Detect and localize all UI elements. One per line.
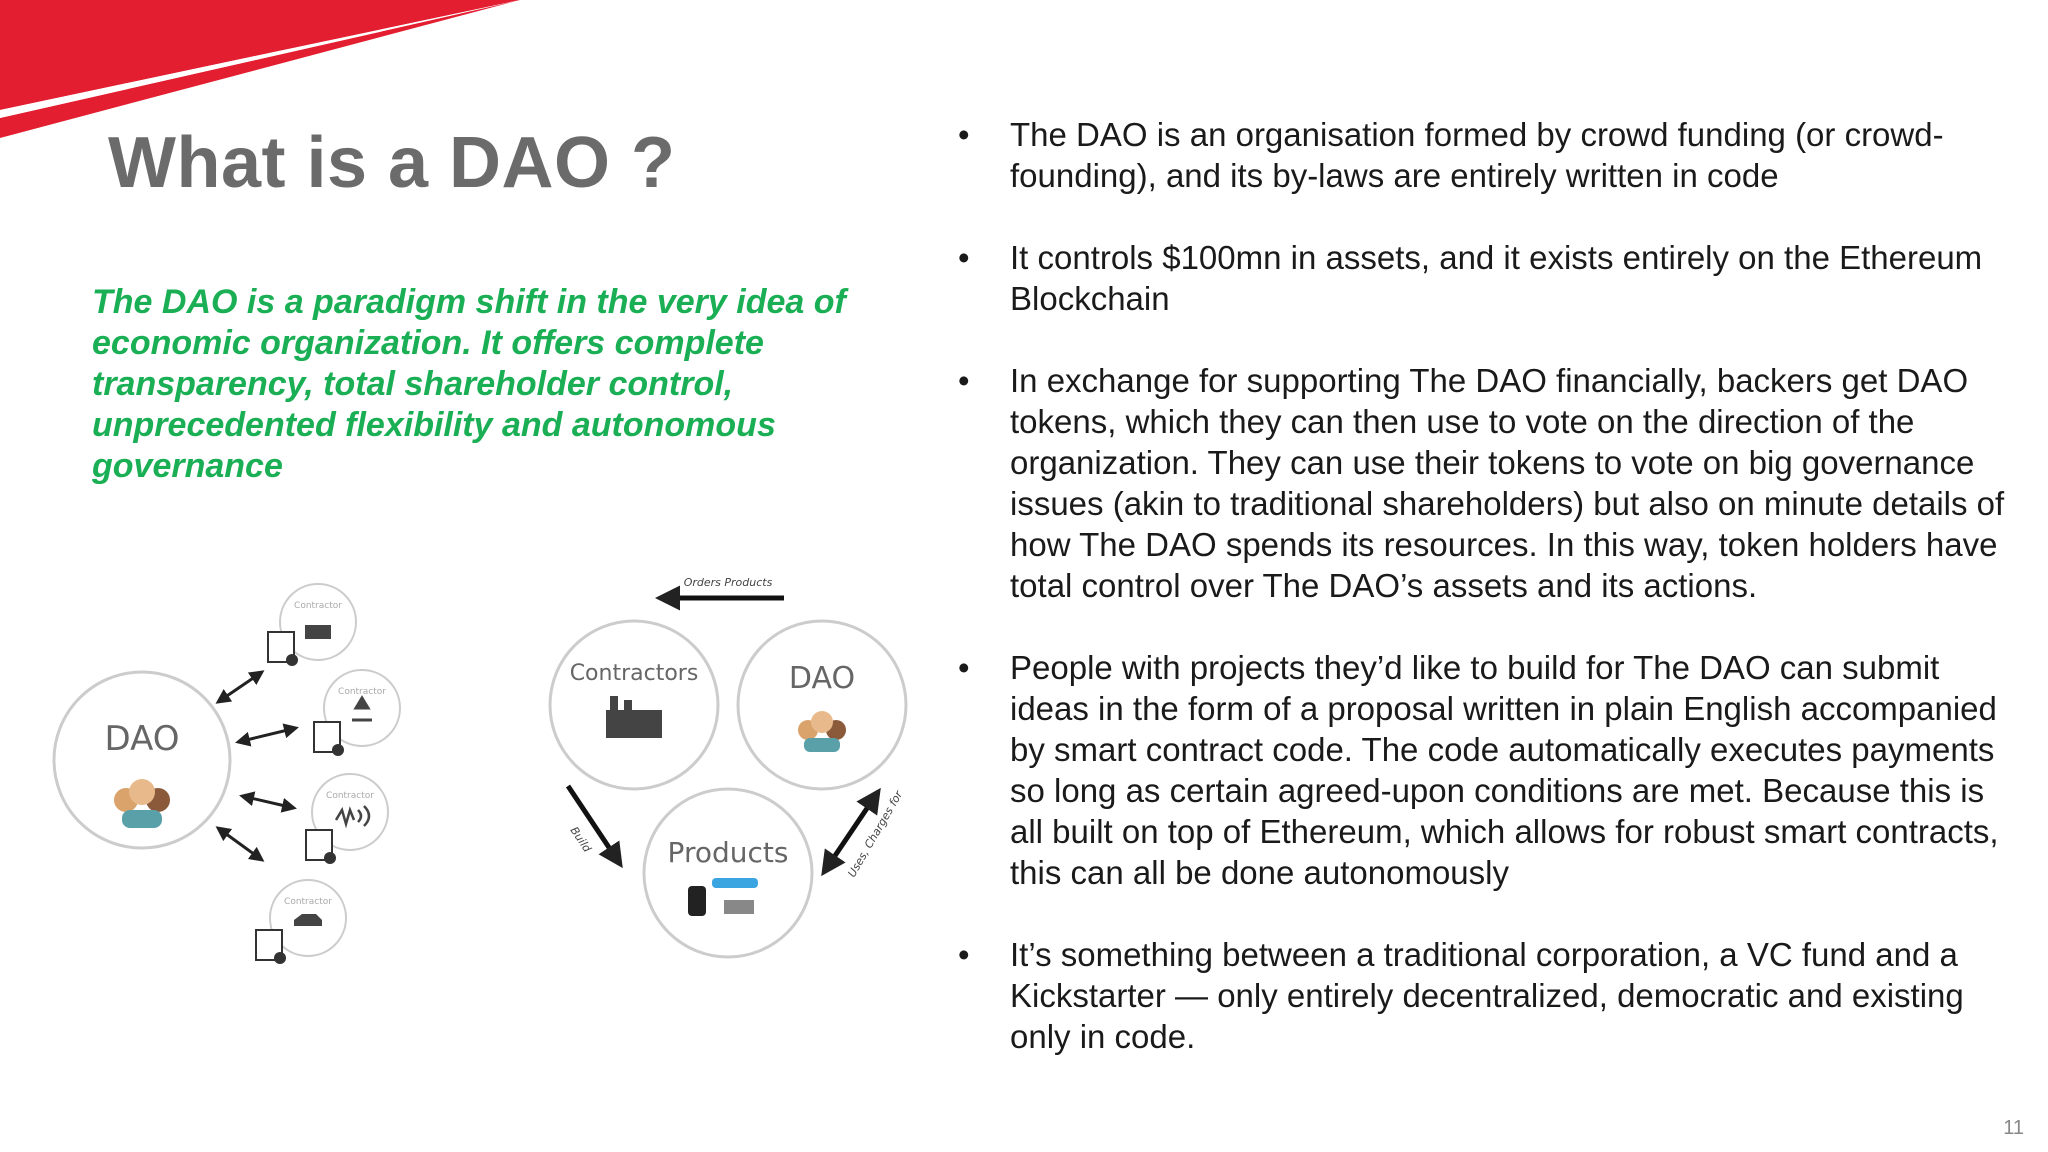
orders-arrow-label: Orders Products	[684, 576, 773, 589]
page-number: 11	[2003, 1117, 2024, 1139]
bullet-dot: •	[958, 239, 970, 276]
car-icon	[294, 914, 322, 926]
dao-diagram: DAO Contractor Contractor Contractor Con…	[52, 576, 908, 964]
dao-hub	[52, 670, 232, 850]
dao-node	[736, 619, 908, 791]
contract-icon	[313, 721, 344, 756]
bullet-item: • The DAO is an organisation formed by cr…	[958, 114, 2018, 196]
cycle-diagram: Contractors DAO Products Orders Products…	[548, 576, 908, 959]
dao-node-label: DAO	[789, 661, 855, 696]
people-icon	[114, 779, 170, 828]
bullet-text: It controls $100mn in assets, and it exi…	[1010, 239, 1983, 317]
slide-title: What is a DAO ?	[108, 123, 676, 203]
signal-icon	[334, 805, 371, 829]
factory-icon	[305, 625, 331, 639]
devices-icon	[688, 878, 758, 916]
uses-arrow	[821, 787, 881, 877]
bullet-text: The DAO is an organisation formed by cro…	[1010, 116, 1944, 194]
svg-text:Contractor: Contractor	[338, 687, 386, 697]
contractors-node	[548, 619, 720, 791]
tagline: The DAO is a paradigm shift in the very …	[92, 283, 846, 485]
svg-text:Contractor: Contractor	[294, 601, 342, 611]
svg-text:Contractor: Contractor	[326, 791, 374, 801]
products-label: Products	[668, 836, 789, 869]
bullet-dot: •	[958, 649, 970, 686]
bullet-item: • People with projects they’d like to bui…	[958, 647, 2018, 893]
dao-hub-label: DAO	[104, 719, 179, 759]
uses-arrow-label: Uses, Charges for	[845, 787, 906, 879]
hub-spoke-diagram: DAO Contractor Contractor Contractor Con…	[52, 583, 401, 964]
bullet-dot: •	[958, 936, 970, 973]
bullet-item: • It controls $100mn in assets, and it ex…	[958, 237, 2018, 319]
contractor-node: Contractor	[323, 669, 401, 747]
bullet-item: • It’s something between a traditional co…	[958, 934, 2018, 1057]
contractors-label: Contractors	[570, 661, 699, 686]
factory-icon	[606, 696, 662, 738]
bullet-text: In exchange for supporting The DAO finan…	[1010, 362, 2005, 604]
contractor-node: Contractor	[269, 879, 347, 957]
products-node	[642, 787, 814, 959]
contract-icon	[255, 929, 286, 964]
svg-text:Contractor: Contractor	[284, 897, 332, 907]
bullet-text: It’s something between a traditional cor…	[1010, 936, 1964, 1055]
corner-decoration	[0, 0, 520, 138]
bullet-dot: •	[958, 116, 970, 153]
contract-icon	[267, 631, 298, 666]
contractor-node: Contractor	[279, 583, 357, 661]
build-arrow	[565, 784, 623, 869]
build-arrow-label: Build	[568, 824, 595, 855]
bullet-dot: •	[958, 362, 970, 399]
contract-icon	[305, 829, 336, 864]
microscope-icon	[352, 695, 372, 722]
bullet-list: • The DAO is an organisation formed by cr…	[958, 114, 2018, 1098]
people-icon	[798, 711, 846, 752]
bullet-item: • In exchange for supporting The DAO fina…	[958, 360, 2018, 606]
bullet-text: People with projects they’d like to buil…	[1010, 649, 1999, 891]
